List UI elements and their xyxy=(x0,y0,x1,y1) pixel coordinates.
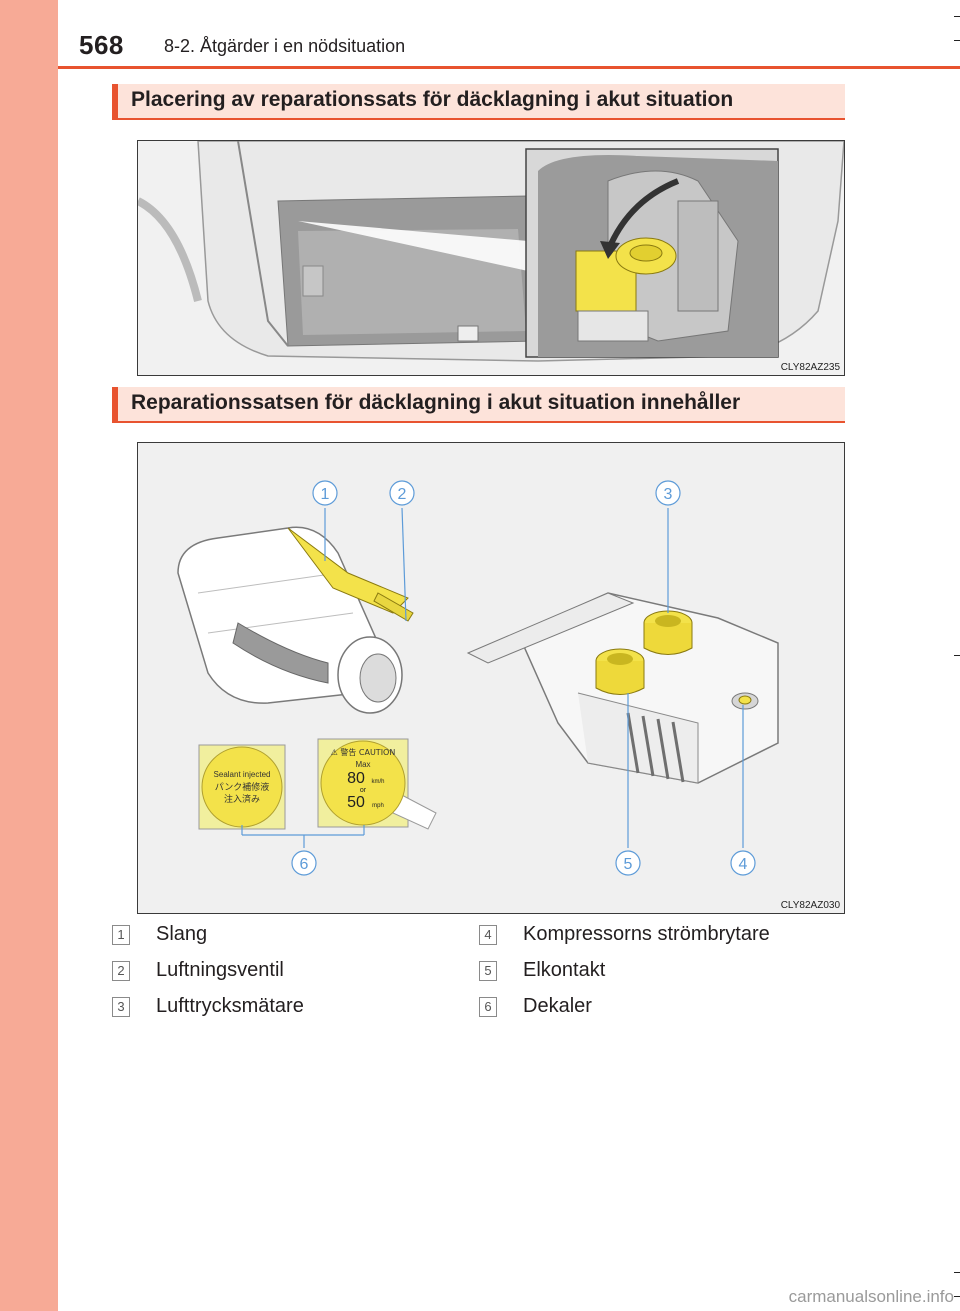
crop-mark xyxy=(954,1272,960,1273)
legend-number: 6 xyxy=(479,997,497,1017)
decal-text: mph xyxy=(372,803,384,809)
kit-contents-illustration: Sealant injected パンク補修液 注入済み ⚠ 警告 CAUTIO… xyxy=(137,442,845,914)
crop-mark xyxy=(954,40,960,41)
figure-code: CLY82AZ030 xyxy=(780,900,840,911)
footer-watermark: carmanualsonline.info xyxy=(788,1287,954,1306)
section-heading-text: Placering av reparationssats för däcklag… xyxy=(131,88,734,111)
trunk-illustration xyxy=(138,141,844,375)
crop-mark xyxy=(954,655,960,656)
figure-code: CLY82AZ235 xyxy=(780,362,840,373)
chapter-title: 8-2. Åtgärder i en nödsituation xyxy=(164,36,406,56)
crop-mark xyxy=(954,16,960,17)
trunk-location-illustration: CLY82AZ235 xyxy=(137,140,845,376)
decal-text: 80 xyxy=(347,770,365,787)
section-heading-text: Reparationssatsen för däcklagning i akut… xyxy=(131,391,741,414)
crop-mark xyxy=(954,1296,960,1297)
decal-text: ⚠ 警告 CAUTION xyxy=(331,747,396,757)
decal-text: パンク補修液 xyxy=(215,781,269,793)
legend-number: 4 xyxy=(479,925,497,945)
callout-4: 4 xyxy=(739,856,748,873)
callout-6: 6 xyxy=(300,856,309,873)
header-rule xyxy=(58,66,960,69)
section-heading-location: Placering av reparationssats för däcklag… xyxy=(112,84,845,120)
legend-label: Lufttrycksmätare xyxy=(156,995,304,1017)
legend-number: 2 xyxy=(112,961,130,981)
legend-label: Luftningsventil xyxy=(156,959,284,981)
page-number: 568 xyxy=(79,30,124,60)
legend-number: 5 xyxy=(479,961,497,981)
legend-label: Kompressorns strömbrytare xyxy=(523,923,770,945)
legend-label: Elkontakt xyxy=(523,959,606,981)
callout-1: 1 xyxy=(321,486,330,503)
callout-2: 2 xyxy=(398,486,407,503)
decal-text: Max xyxy=(355,760,370,769)
decal-text: 注入済み xyxy=(224,793,260,805)
decal-text: Sealant injected xyxy=(214,770,271,779)
decal-text: 50 xyxy=(347,794,365,811)
legend-number: 1 xyxy=(112,925,130,945)
callout-3: 3 xyxy=(664,486,673,503)
section-heading-contents: Reparationssatsen för däcklagning i akut… xyxy=(112,387,845,423)
legend-label: Dekaler xyxy=(523,995,592,1017)
decal-text: km/h xyxy=(371,779,384,785)
legend-number: 3 xyxy=(112,997,130,1017)
kit-illustration: Sealant injected パンク補修液 注入済み ⚠ 警告 CAUTIO… xyxy=(138,443,844,913)
legend-label: Slang xyxy=(156,923,208,945)
side-tab-bar xyxy=(0,0,58,1311)
decal-text: or xyxy=(360,787,367,794)
callout-5: 5 xyxy=(624,856,633,873)
